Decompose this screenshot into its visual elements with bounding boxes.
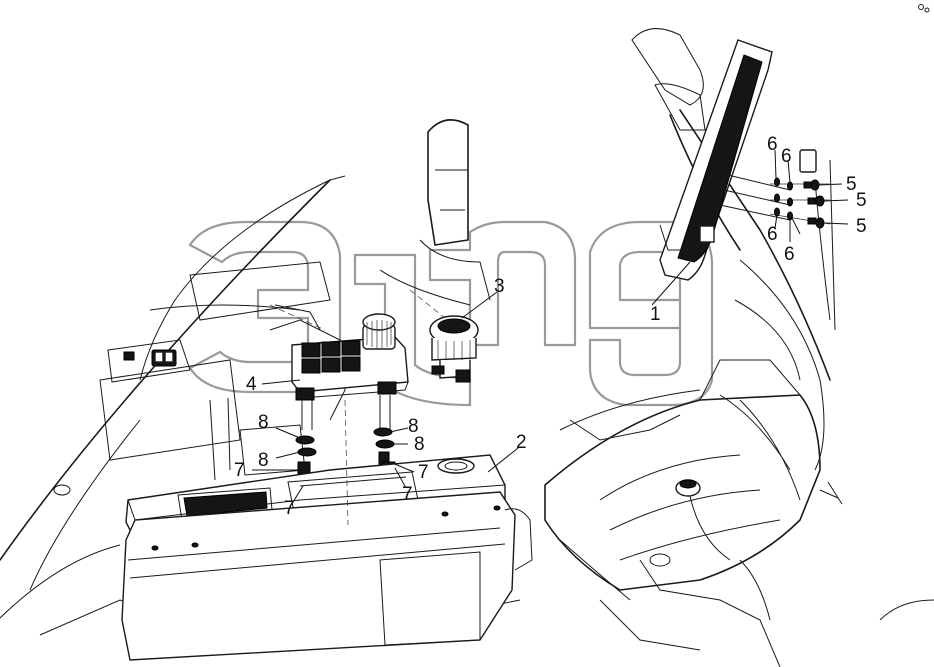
callout-7-left: 7 [234,460,245,481]
seat-frame-background [544,28,934,667]
callout-6-top-right: 6 [781,146,792,167]
part-4-switch-panel [291,313,409,401]
callout-5-middle: 5 [856,190,867,211]
callout-8-left-bottom: 8 [258,450,269,471]
callout-6-bottom: 6 [784,244,795,265]
corner-mark [918,4,930,13]
screw-5-bottom [807,217,825,229]
screw-5-top [803,179,820,191]
control-lever [379,119,491,306]
part-1-display-panel [659,39,773,281]
callout-7-bottom-right: 7 [402,484,413,505]
part-3-rotary-switch [429,315,479,383]
callout-3: 3 [494,276,505,297]
callout-8-left-top: 8 [258,412,269,433]
screw-5-middle [807,195,825,207]
callout-7-bottom-left: 7 [284,498,295,519]
callout-6-top-left: 6 [767,134,778,155]
left-console-background [53,261,346,496]
callout-leaders [252,149,849,503]
rotary-knob [362,313,396,350]
callout-4: 4 [246,374,257,395]
callout-labels: 1 2 3 4 5 5 5 6 6 6 6 7 7 7 7 8 8 8 8 [234,134,867,519]
callout-5-top: 5 [846,174,857,195]
callout-8-right-bottom: 8 [414,434,425,455]
callout-2: 2 [516,432,527,453]
assembly-axis-lines [269,289,446,526]
callout-5-bottom: 5 [856,216,867,237]
callout-8-right-top: 8 [408,416,419,437]
screws-washers-group [719,174,831,229]
callout-1: 1 [650,304,661,325]
callout-6-bottom-left: 6 [767,224,778,245]
lower-console-body [121,491,533,661]
callout-7-right: 7 [418,462,429,483]
